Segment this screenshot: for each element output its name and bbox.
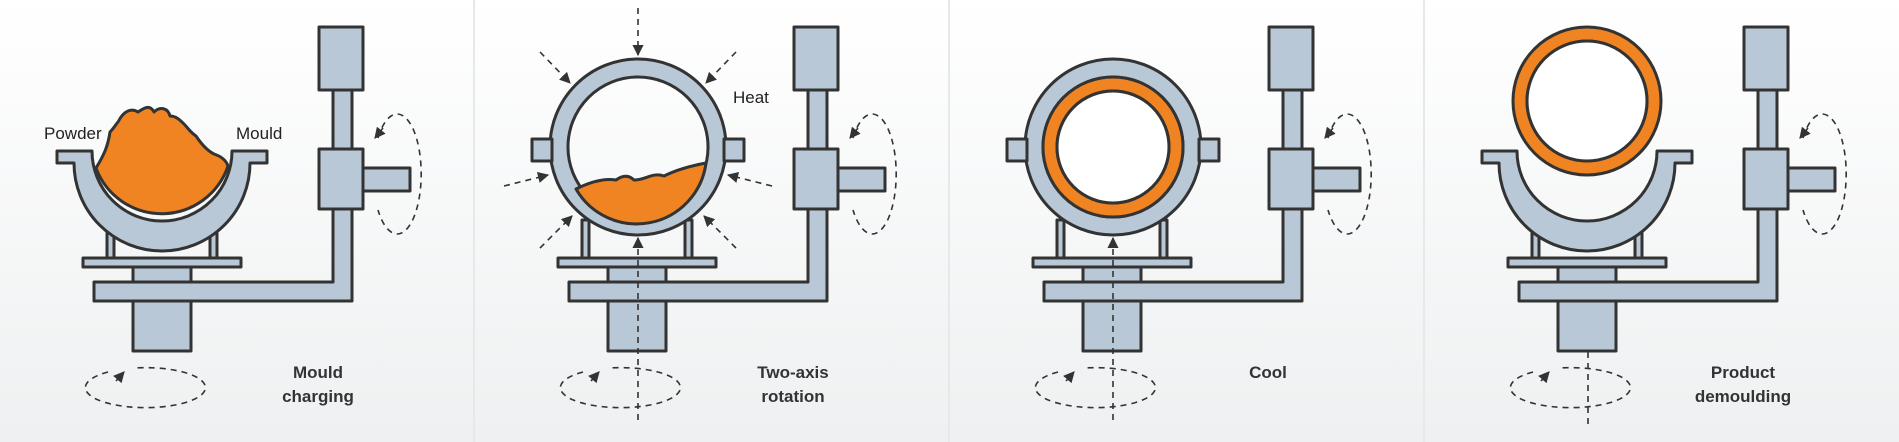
step-panel-product-demoulding: Product demoulding — [1480, 25, 1847, 428]
step-caption-line2: demoulding — [1695, 387, 1791, 406]
powder-label: Powder — [44, 124, 102, 143]
finished-product — [1511, 25, 1663, 177]
heat-label: Heat — [733, 88, 769, 107]
step-caption-line2: charging — [282, 387, 354, 406]
step-caption-line1: Mould — [293, 363, 343, 382]
powder-charge — [94, 105, 230, 216]
step-caption-line1: Product — [1711, 363, 1776, 382]
step-panel-mould-charging: Powder Mould Mould charging — [44, 25, 422, 409]
step-panel-cool: Cool — [1005, 25, 1372, 420]
open-mould — [55, 105, 269, 253]
step-caption-line2: rotation — [761, 387, 824, 406]
mould-label: Mould — [236, 124, 282, 143]
heat-arrows — [503, 8, 773, 420]
step-panel-two-axis-rotation: Heat Two-axis rotation — [503, 8, 897, 420]
step-caption-line1: Cool — [1249, 363, 1287, 382]
open-mould — [1480, 149, 1694, 253]
step-caption-line1: Two-axis — [757, 363, 828, 382]
closed-mould — [530, 57, 746, 237]
rotation-machine — [1506, 25, 1847, 428]
rotation-machine — [1031, 25, 1372, 409]
closed-mould — [1005, 57, 1221, 237]
rotation-machine — [556, 25, 897, 409]
molten-powder — [574, 161, 708, 226]
